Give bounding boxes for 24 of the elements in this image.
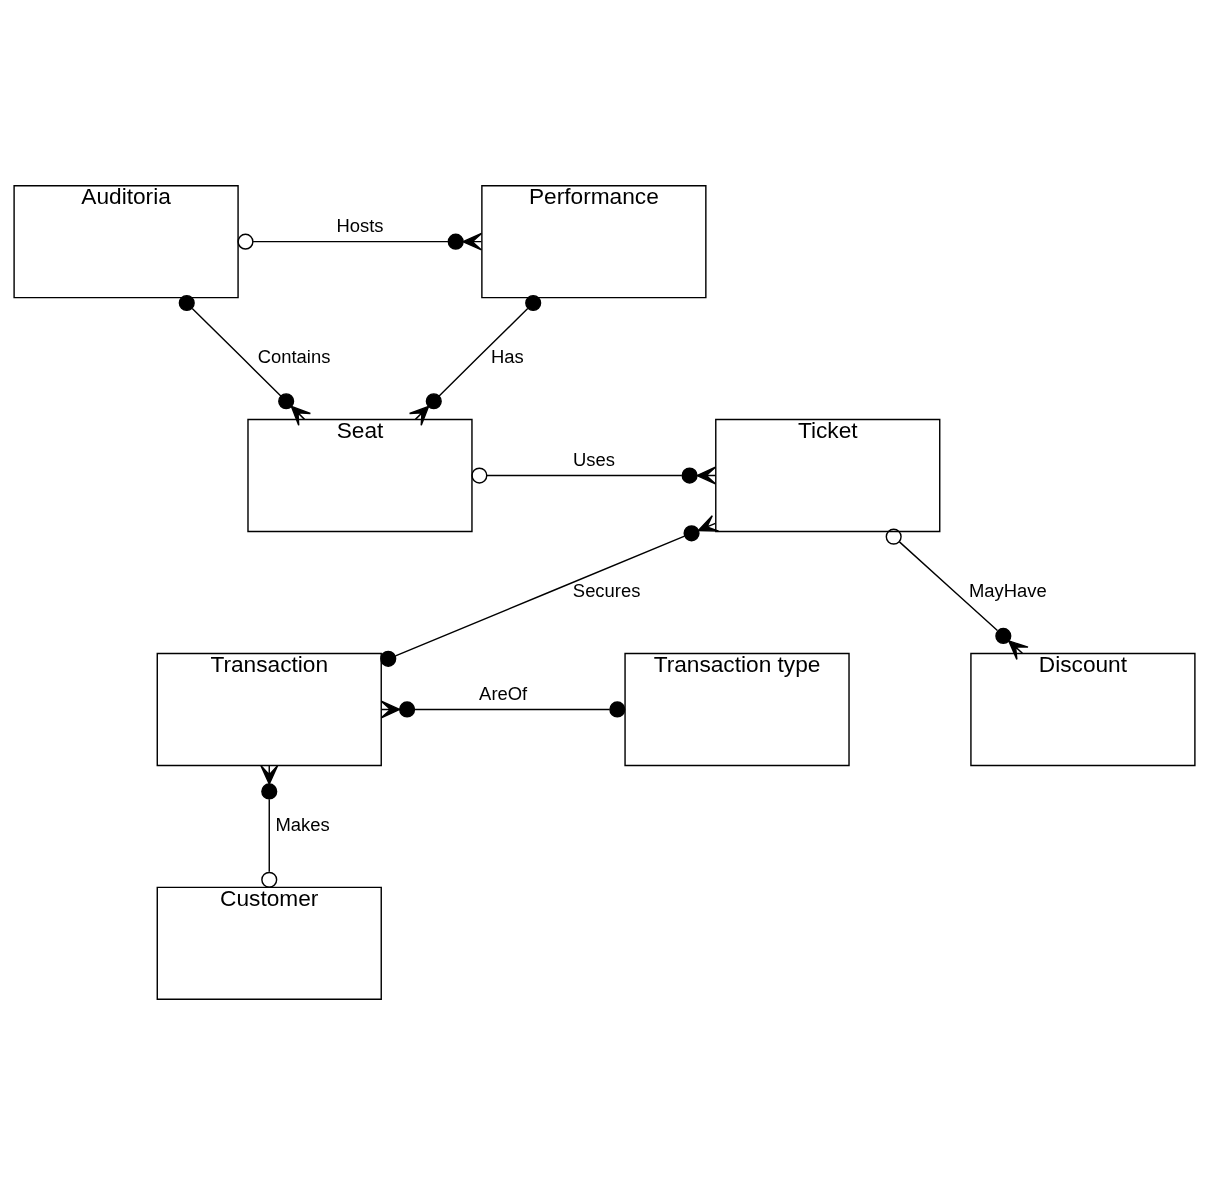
edge-label: Uses xyxy=(572,448,615,470)
node-box: Auditoria xyxy=(13,184,239,298)
connector xyxy=(380,699,626,718)
connector xyxy=(380,514,720,667)
edge-label: Makes xyxy=(275,813,330,835)
node-box: Performance xyxy=(481,184,707,298)
edge-label: Has xyxy=(491,345,524,367)
edge-label: Secures xyxy=(572,579,641,601)
connector xyxy=(471,466,717,485)
node-box: Transaction type xyxy=(624,652,850,766)
connector xyxy=(260,764,279,888)
edge-label: Contains xyxy=(257,345,331,367)
node-box: Transaction xyxy=(156,652,382,766)
connector xyxy=(178,294,312,426)
node-box: Ticket xyxy=(715,418,941,532)
connector xyxy=(408,294,542,426)
node-box: Seat xyxy=(247,418,473,532)
node-box: Customer xyxy=(156,886,382,1000)
connector xyxy=(885,528,1029,660)
node-box: Discount xyxy=(970,652,1196,766)
connector xyxy=(237,232,483,251)
edge-label: Hosts xyxy=(336,214,384,236)
edge-label: AreOf xyxy=(479,682,528,704)
edge-label: MayHave xyxy=(968,579,1047,601)
